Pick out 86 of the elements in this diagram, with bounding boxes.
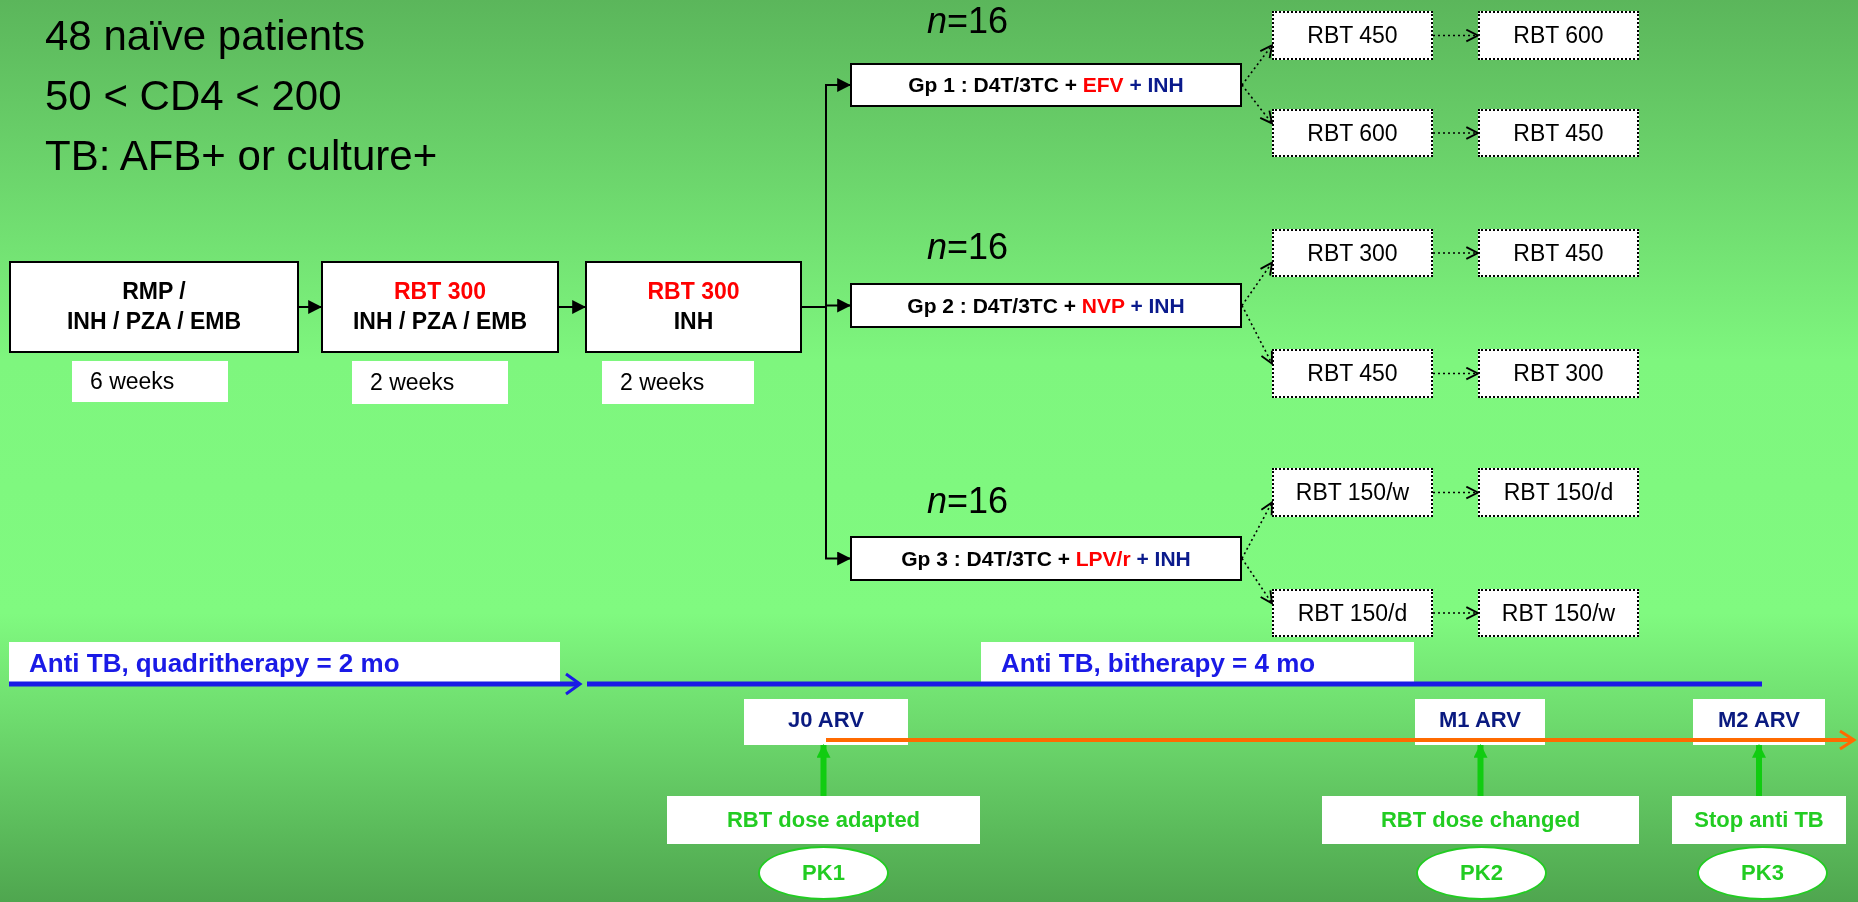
group-size-label: n=16 (927, 480, 1009, 522)
event-box (1322, 796, 1639, 844)
treatment-group-box (850, 283, 1242, 328)
drug-text: RBT 300 (647, 277, 740, 307)
milestone-text: M2 ARV (1718, 707, 1800, 733)
regimen-text: Gp 1 : D4T/3TC + EFV + INH (908, 73, 1184, 97)
drug-text: INH / PZA / EMB (352, 307, 528, 336)
phase-label: Anti TB, bitherapy = 4 mo (981, 642, 1414, 685)
duration-box (72, 361, 228, 402)
arrow (1473, 743, 1488, 796)
study-criteria-text: TB: AFB+ or culture+ (45, 132, 438, 180)
phase-label: Anti TB, quadritherapy = 2 mo (9, 642, 560, 685)
regimen-box (9, 261, 299, 353)
drug-text: RBT 300 (393, 277, 486, 307)
dose-text: RBT 600 (1307, 119, 1398, 147)
arrow (1241, 501, 1273, 560)
duration-text: 6 weeks (90, 368, 175, 395)
dose-box (1272, 109, 1433, 157)
duration-box (602, 361, 754, 404)
arrow (558, 300, 587, 314)
pk-text: PK3 (1741, 860, 1784, 886)
dose-box (1478, 11, 1639, 60)
study-criteria-text: 48 naïve patients (45, 12, 365, 60)
arrow (816, 743, 831, 796)
treatment-group-box (850, 63, 1242, 107)
drug-text: INH (673, 307, 714, 336)
drug-text: RMP / (122, 277, 186, 307)
milestone-box (1693, 699, 1825, 745)
arrow (1432, 246, 1479, 260)
group-size-label: n=16 (927, 0, 1009, 42)
regimen-text: Gp 2 : D4T/3TC + NVP + INH (907, 293, 1185, 318)
arrow (801, 306, 852, 566)
dose-text: RBT 450 (1513, 239, 1604, 267)
dose-box (1478, 468, 1639, 517)
event-box (667, 796, 980, 844)
event-text: RBT dose adapted (726, 807, 921, 833)
duration-text: 2 weeks (620, 369, 705, 396)
regimen-box (585, 261, 802, 353)
arrow (1241, 44, 1273, 86)
dose-text: RBT 600 (1513, 22, 1604, 49)
group-size-label: n=16 (927, 226, 1009, 268)
regimen-box (321, 261, 559, 353)
milestone-box (1415, 699, 1545, 745)
dose-text: RBT 300 (1307, 239, 1398, 267)
dose-text: RBT 300 (1513, 360, 1604, 387)
arrow (1241, 557, 1273, 605)
dose-text: RBT 150/w (1295, 479, 1410, 506)
arrow (1432, 485, 1479, 500)
dose-box (1478, 109, 1639, 157)
dose-box (1478, 229, 1639, 277)
dose-box (1478, 349, 1639, 398)
arrow (1432, 606, 1479, 620)
dose-box (1272, 589, 1433, 637)
arrow (1752, 743, 1766, 796)
duration-box (352, 361, 508, 404)
arrow (1241, 84, 1273, 125)
pk-text: PK1 (802, 860, 845, 886)
dose-box (1272, 468, 1433, 517)
dose-text: RBT 150/d (1297, 599, 1408, 627)
dose-box (1272, 349, 1433, 398)
dose-text: RBT 150/w (1501, 599, 1616, 627)
event-text: Stop anti TB (1694, 807, 1824, 833)
dose-text: RBT 450 (1307, 22, 1398, 49)
dose-text: RBT 450 (1307, 360, 1398, 387)
study-criteria-text: 50 < CD4 < 200 (45, 72, 342, 120)
drug-text: INH / PZA / EMB (66, 307, 242, 336)
pk-text: PK2 (1460, 860, 1503, 886)
arrow (1432, 126, 1479, 140)
dose-box (1272, 11, 1433, 60)
event-box (1672, 796, 1846, 844)
dose-box (1478, 589, 1639, 637)
dose-box (1272, 229, 1433, 277)
arrow (1241, 304, 1273, 365)
milestone-text: M1 ARV (1439, 707, 1521, 733)
event-text: RBT dose changed (1380, 807, 1581, 833)
dose-text: RBT 450 (1513, 119, 1604, 147)
arrow (298, 300, 323, 314)
arrow (1432, 366, 1479, 381)
treatment-group-box (850, 536, 1242, 581)
arrow (1241, 261, 1273, 307)
duration-text: 2 weeks (370, 369, 455, 396)
milestone-text: J0 ARV (788, 707, 864, 733)
regimen-text: Gp 3 : D4T/3TC + LPV/r + INH (901, 546, 1191, 571)
milestone-box (744, 699, 908, 745)
dose-text: RBT 150/d (1503, 479, 1614, 506)
arrow (1432, 28, 1479, 43)
